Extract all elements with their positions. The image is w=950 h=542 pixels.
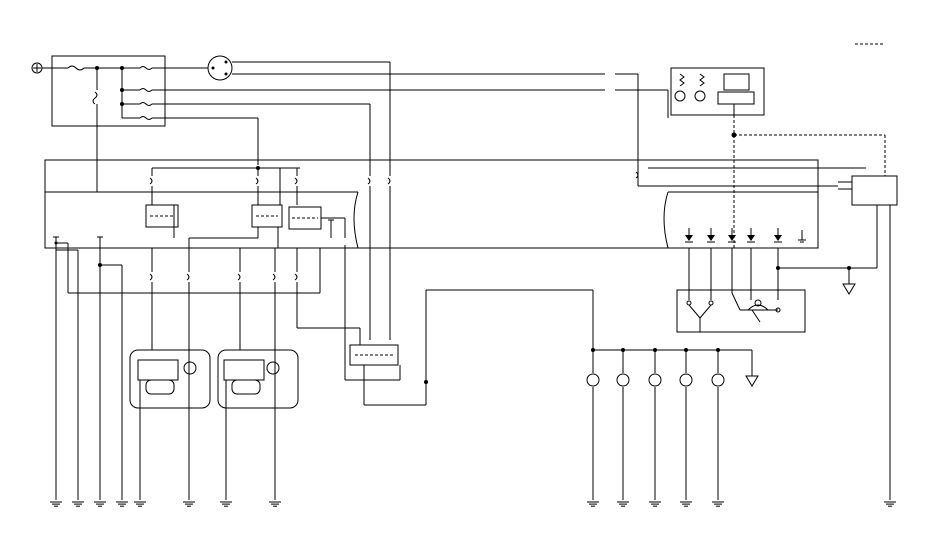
junction-block xyxy=(44,159,838,249)
control-module xyxy=(838,167,898,500)
ground-symbol xyxy=(50,501,62,507)
ground-symbol xyxy=(712,501,724,507)
ground-symbol xyxy=(94,501,106,507)
relay-2 xyxy=(251,168,283,248)
lamp-3 xyxy=(648,350,662,500)
fuse-box xyxy=(51,55,605,192)
battery-symbol xyxy=(31,62,68,74)
ground-symbol xyxy=(183,501,195,507)
ground-symbol xyxy=(649,501,661,507)
lamp-1 xyxy=(586,350,600,500)
ground-symbol xyxy=(220,501,232,507)
ground-symbol xyxy=(884,501,896,507)
diode-array xyxy=(685,228,806,243)
relay-1 xyxy=(145,168,179,238)
ground-symbol xyxy=(617,501,629,507)
ground-symbol xyxy=(680,501,692,507)
ground-symbol xyxy=(72,501,84,507)
instrument-unit xyxy=(670,67,765,116)
selector-switch xyxy=(676,248,877,333)
ground-symbol xyxy=(134,501,146,507)
fuse-main xyxy=(67,65,85,71)
headlight-left xyxy=(129,349,211,500)
relay-3 xyxy=(288,168,346,238)
lamp-4 xyxy=(679,350,693,500)
ground-row xyxy=(50,501,896,507)
ground-symbol xyxy=(587,501,599,507)
ignition-switch xyxy=(207,55,605,81)
ground-symbol xyxy=(269,501,281,507)
headlight-right xyxy=(217,349,299,500)
relay-4 xyxy=(344,245,594,406)
lamp-2 xyxy=(616,350,630,500)
lamp-bus xyxy=(591,348,759,387)
lamp-5 xyxy=(711,350,725,500)
ground-symbol xyxy=(116,501,128,507)
